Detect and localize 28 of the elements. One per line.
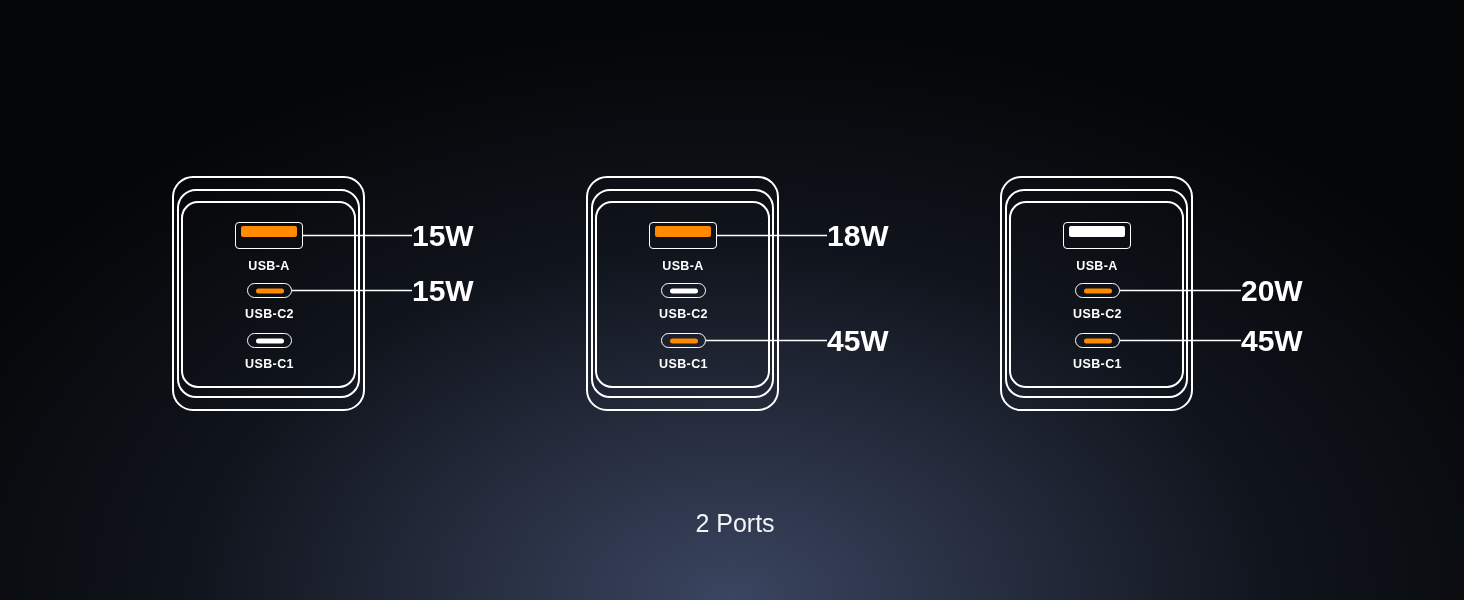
usb-a-port: [649, 222, 717, 249]
power-rating-label: 45W: [827, 325, 889, 356]
leader-line: [705, 339, 828, 342]
leader-line: [716, 234, 828, 237]
charger-outline: [586, 176, 779, 411]
port-label: USB-C2: [659, 306, 708, 321]
leader-line: [302, 234, 413, 237]
usb-a-port: [235, 222, 303, 249]
leader-line: [1119, 339, 1242, 342]
leader-line: [291, 289, 413, 292]
port-label: USB-C2: [245, 306, 294, 321]
usb-a-port: [1063, 222, 1131, 249]
charger-outline: [1000, 176, 1193, 411]
caption-text: 2 Ports: [695, 509, 775, 538]
port-label: USB-C1: [659, 356, 708, 371]
power-rating-label: 18W: [827, 220, 889, 251]
leader-line: [1119, 289, 1242, 292]
port-label: USB-A: [248, 258, 290, 273]
power-rating-label: 45W: [1241, 325, 1303, 356]
port-label: USB-C2: [1073, 306, 1122, 321]
port-label: USB-C1: [245, 356, 294, 371]
port-label: USB-C1: [1073, 356, 1122, 371]
power-rating-label: 20W: [1241, 275, 1303, 306]
charger-outline: [172, 176, 365, 411]
port-label: USB-A: [1076, 258, 1118, 273]
port-label: USB-A: [662, 258, 704, 273]
power-rating-label: 15W: [412, 220, 474, 251]
power-rating-label: 15W: [412, 275, 474, 306]
